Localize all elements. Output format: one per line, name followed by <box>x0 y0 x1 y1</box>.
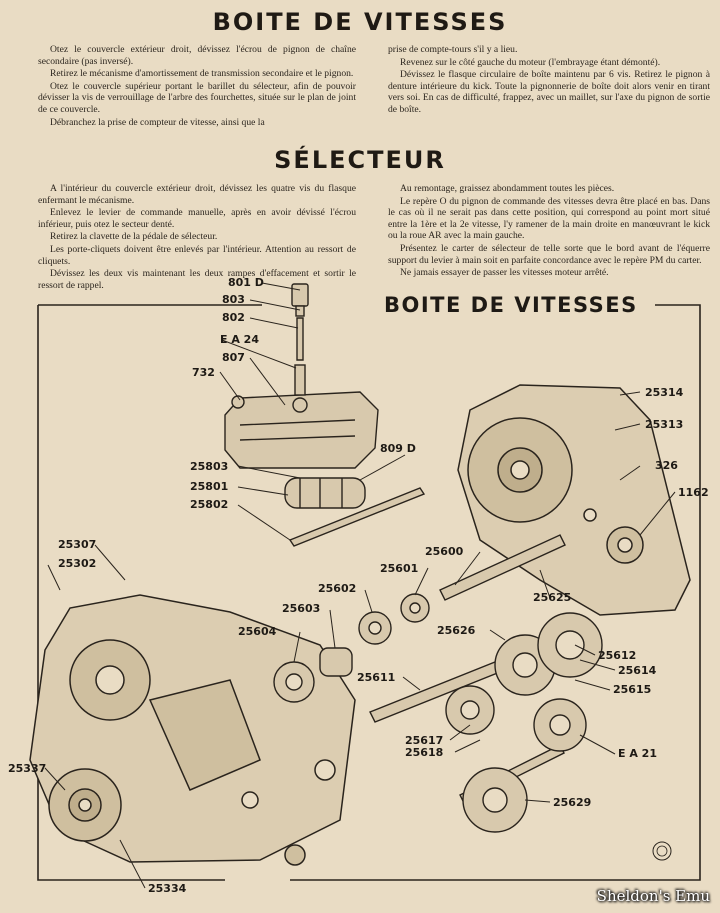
part-labels: 801 D 803 802 E A 24 807 732 25803 25801… <box>8 276 709 895</box>
paragraph: Otez le couvercle extérieur droit, dévis… <box>38 44 356 67</box>
part-label: 25602 <box>318 582 356 595</box>
section-title-boite-de-vitesses: BOITE DE VITESSES <box>212 8 508 36</box>
paragraph: Revenez sur le côté gauche du moteur (l'… <box>400 56 661 68</box>
part-label: 25612 <box>598 649 636 662</box>
paragraph: Débranchez la prise de compteur de vites… <box>50 116 265 128</box>
paragraph: Retirez la clavette de la pédale de séle… <box>50 231 218 243</box>
selecteur-left-column: A l'intérieur du couvercle extérieur dro… <box>38 183 356 292</box>
selector-cover <box>224 391 379 469</box>
part-label: 25617 <box>405 734 443 747</box>
part-label: 25625 <box>533 591 571 604</box>
part-label: 25307 <box>58 538 96 551</box>
gearbox-exploded-diagram: BOITE DE VITESSES <box>8 276 709 895</box>
section-title-selecteur: SÉLECTEUR <box>274 146 446 174</box>
left-crankcase <box>29 594 356 866</box>
part-label: E A 21 <box>618 747 657 760</box>
part-label: E A 24 <box>220 333 259 346</box>
paragraph: Enlevez le levier de commande manuelle, … <box>38 207 356 230</box>
publisher-stamp <box>652 841 672 861</box>
diagram-title: BOITE DE VITESSES <box>384 293 638 317</box>
part-label: 25334 <box>148 882 187 895</box>
paragraph: Dévissez les deux vis maintenant les deu… <box>38 268 356 291</box>
part-label: 25611 <box>357 671 395 684</box>
selector-drum <box>284 477 426 547</box>
part-label: 25614 <box>618 664 657 677</box>
part-label: 25603 <box>282 602 320 615</box>
paragraph: Otez le couvercle supérieur portant le b… <box>38 80 356 115</box>
part-label: 25314 <box>645 386 684 399</box>
paragraph: Ne jamais essayer de passer les vitesses… <box>400 267 609 279</box>
part-label: 25601 <box>380 562 418 575</box>
gearbox-shafts-gears <box>273 534 603 833</box>
part-label: 25302 <box>58 557 96 570</box>
part-label: 25802 <box>190 498 228 511</box>
part-label: 25803 <box>190 460 228 473</box>
part-label: 25801 <box>190 480 228 493</box>
part-label: 25337 <box>8 762 46 775</box>
part-label: 809 D <box>380 442 416 455</box>
diagram-frame <box>37 304 701 881</box>
part-label: 25629 <box>553 796 591 809</box>
paragraph: Retirez le mécanisme d'amortissement de … <box>50 68 354 80</box>
part-label: 807 <box>222 351 245 364</box>
boite-right-column: prise de compte-tours s'il y a lieu. Rev… <box>388 44 710 117</box>
paragraph: prise de compte-tours s'il y a lieu. <box>388 44 518 55</box>
paragraph: Au remontage, graissez abondamment toute… <box>400 183 615 194</box>
part-label: 801 D <box>228 276 264 289</box>
part-label: 25615 <box>613 683 651 696</box>
paragraph: Les porte-cliquets doivent être enlevés … <box>38 243 356 267</box>
part-label: 1162 <box>678 486 709 499</box>
part-label: 25600 <box>425 545 464 558</box>
paragraph: Le repère O du pignon de commande des vi… <box>388 195 710 242</box>
part-label: 802 <box>222 311 245 324</box>
part-label: 732 <box>192 366 215 379</box>
part-label: 25626 <box>437 624 476 637</box>
watermark: Sheldon's Emu <box>596 887 710 905</box>
part-label: 25604 <box>238 625 277 638</box>
boite-left-column: Otez le couvercle extérieur droit, dévis… <box>38 44 356 129</box>
part-label: 25313 <box>645 418 683 431</box>
part-label: 803 <box>222 293 245 306</box>
paragraph: Dévissez le flasque circulaire de boîte … <box>388 69 710 115</box>
paragraph: Présentez le carter de sélecteur de tell… <box>388 242 710 266</box>
leader-lines <box>44 282 676 889</box>
part-label: 326 <box>655 459 678 472</box>
part-label: 25618 <box>405 746 443 759</box>
paragraph: A l'intérieur du couvercle extérieur dro… <box>38 183 356 206</box>
selector-rod <box>291 283 309 396</box>
right-crankcase <box>457 384 691 616</box>
selecteur-right-column: Au remontage, graissez abondamment toute… <box>388 183 710 280</box>
